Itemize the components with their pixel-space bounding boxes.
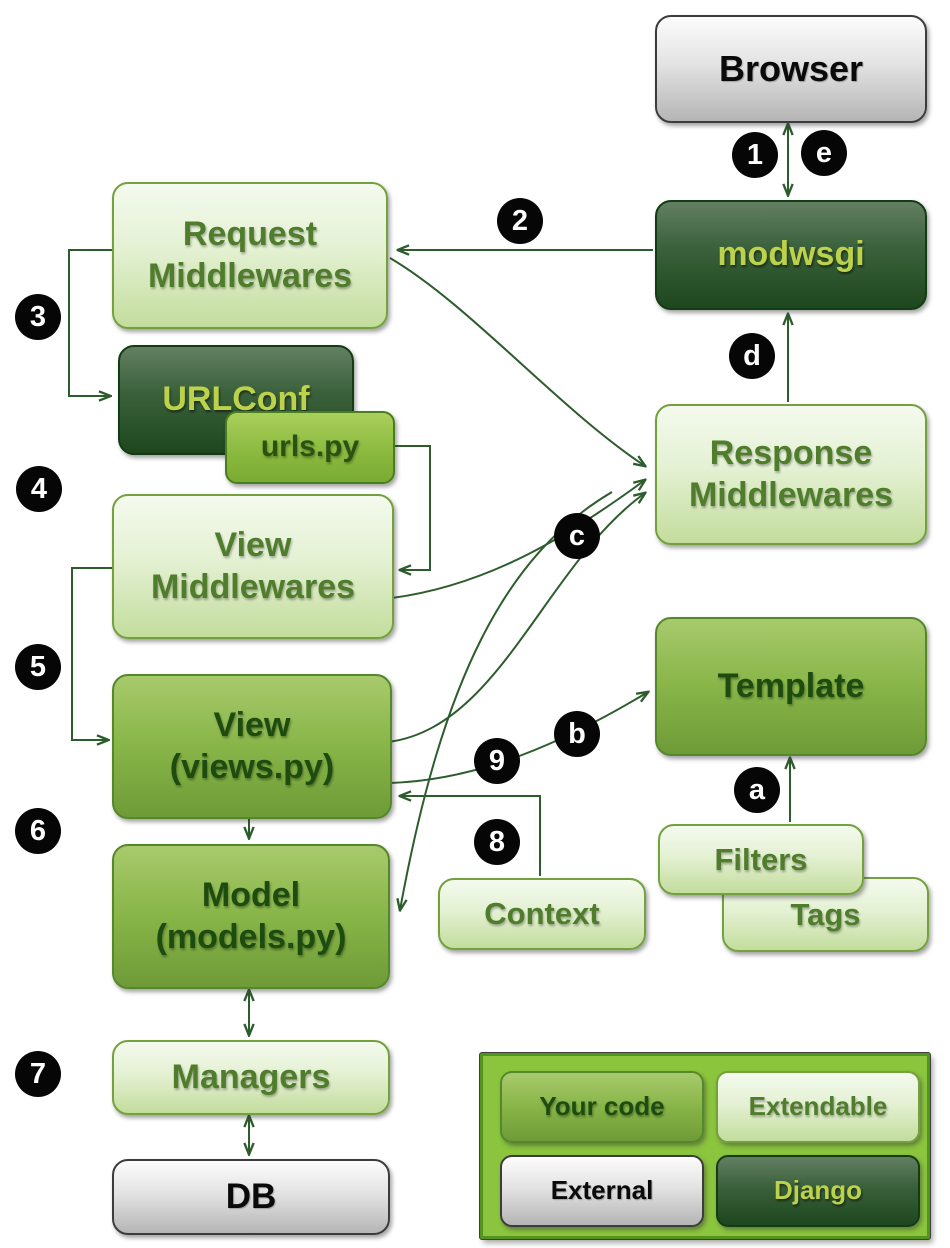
node-label-template: Template	[717, 666, 865, 705]
legend-item-0: Your code	[500, 1071, 704, 1143]
node-label-context: Context	[484, 896, 600, 932]
node-managers: Managers	[112, 1040, 390, 1115]
node-label-viewmid: View Middlewares	[150, 526, 356, 606]
node-reqmid: Request Middlewares	[112, 182, 388, 329]
legend-item-1: Extendable	[716, 1071, 920, 1143]
node-modwsgi: modwsgi	[655, 200, 927, 310]
node-view: View (views.py)	[112, 674, 392, 819]
step-badge-2: 2	[497, 198, 543, 244]
connector-view-middlewares-response-middlewares	[391, 480, 645, 599]
step-badge-b: b	[554, 711, 600, 757]
node-label-modwsgi: modwsgi	[717, 235, 865, 274]
node-browser: Browser	[655, 15, 927, 123]
node-label-managers: Managers	[171, 1057, 331, 1096]
node-respmid: Response Middlewares	[655, 404, 927, 545]
step-badge-4: 4	[16, 466, 62, 512]
step-badge-d: d	[729, 333, 775, 379]
step-badge-9: 9	[474, 738, 520, 784]
connector-urlspy-view-middlewares	[392, 445, 431, 570]
node-db: DB	[112, 1159, 390, 1235]
node-label-model: Model (models.py)	[155, 876, 347, 956]
node-label-tags: Tags	[790, 896, 861, 932]
node-label-filters: Filters	[714, 841, 808, 877]
node-label-browser: Browser	[718, 48, 864, 90]
node-viewmid: View Middlewares	[112, 494, 394, 639]
legend-item-label: Django	[773, 1175, 863, 1206]
step-badge-e: e	[801, 130, 847, 176]
node-label-view: View (views.py)	[169, 706, 335, 786]
step-badge-c: c	[554, 513, 600, 559]
legend-item-label: Your code	[539, 1091, 665, 1122]
legend-item-label: Extendable	[748, 1091, 888, 1122]
step-badge-7: 7	[15, 1051, 61, 1097]
node-context: Context	[438, 878, 646, 950]
node-urlspy: urls.py	[225, 411, 395, 484]
legend-item-3: Django	[716, 1155, 920, 1227]
legend-item-label: External	[550, 1175, 654, 1206]
step-badge-5: 5	[15, 644, 61, 690]
connector-view-template	[389, 692, 648, 784]
connector-request-middlewares-response-middlewares	[389, 257, 645, 466]
node-label-reqmid: Request Middlewares	[147, 215, 353, 295]
step-badge-6: 6	[15, 808, 61, 854]
node-label-db: DB	[225, 1176, 277, 1216]
step-badge-8: 8	[474, 819, 520, 865]
connector-request-middlewares-urlconf	[68, 249, 112, 396]
connector-view-middlewares-view	[71, 567, 112, 740]
node-label-respmid: Response Middlewares	[688, 434, 894, 514]
step-badge-3: 3	[15, 294, 61, 340]
node-label-urlspy: urls.py	[260, 430, 360, 464]
step-badge-1: 1	[732, 132, 778, 178]
legend-item-2: External	[500, 1155, 704, 1227]
connector-view-response-middlewares	[387, 493, 645, 743]
node-model: Model (models.py)	[112, 844, 390, 989]
step-badge-a: a	[734, 767, 780, 813]
node-template: Template	[655, 617, 927, 756]
node-filters: Filters	[658, 824, 864, 895]
connector-context-view	[400, 796, 541, 876]
